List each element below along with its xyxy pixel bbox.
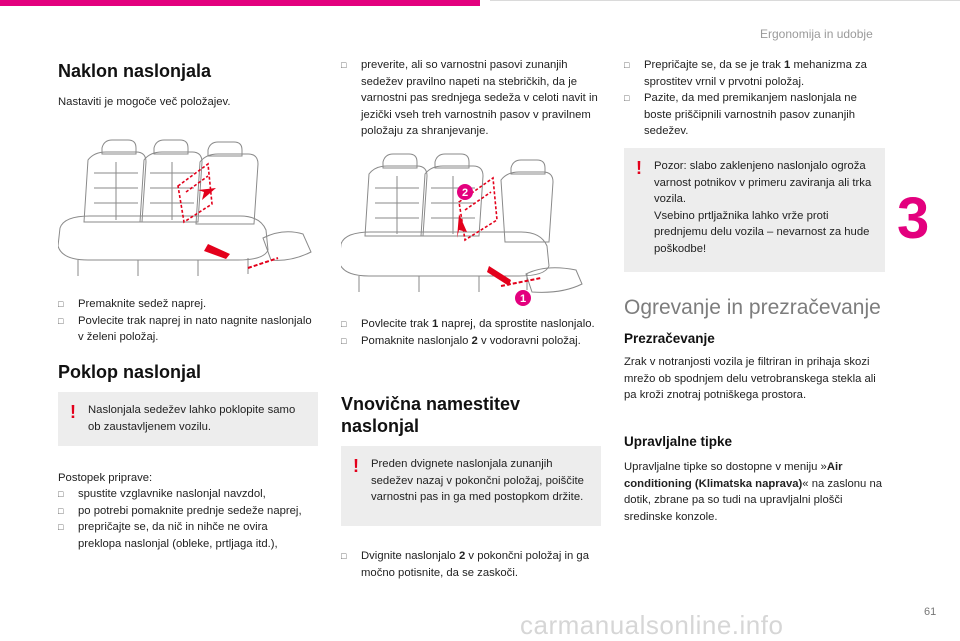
callout-2-label: 2 [462,187,468,199]
header-accent-bar [0,0,480,6]
warning-text: Pozor: slabo zaklenjeno naslonjalo ogrož… [654,158,873,257]
check-step-a-num: 1 [784,59,791,71]
reset-step: Dvignite naslonjalo 2 v pokončni položaj… [341,548,603,581]
controls-menu-name: Air conditioning (Klimatska naprava) [624,461,843,490]
ventilation-text: Zrak v notranjosti vozila je filtriran i… [624,356,876,401]
warning-icon: ! [636,158,642,178]
warning-line-2: Vsebino prtljažnika lahko vrže proti pre… [654,209,870,255]
fold-steps: Povlecite trak 1 naprej, da sprostite na… [341,316,603,349]
fold-step-2-text-end: v vodoravni položaj. [477,334,581,347]
subheading-controls: Upravljalne tipke [624,434,733,449]
heading-heating-ventilation: Ogrevanje in prezračevanje [624,296,881,319]
fold-step-2-text: Pomaknite naslonjalo [361,334,472,347]
illustration-fold-backrest: 2 1 [341,153,583,306]
prep-title: Postopek priprave: [58,472,153,484]
controls-text-post: « na zaslonu na dotik, zbrane pa so tudi… [624,477,883,523]
tilt-step: Povlecite trak naprej in nato nagnite na… [58,313,320,346]
callout-2-marker [457,184,473,200]
check-step-b: Pazite, da med premikanjem naslonjala ne… [624,90,886,140]
warning-text: Naslonjala sedežev lahko poklopite samo … [88,404,296,433]
header-rule [490,0,960,1]
warning-line-1: Pozor: slabo zaklenjeno naslonjalo ogrož… [654,160,872,205]
fold-step-1-text: Povlecite trak [361,318,432,330]
check-steps: Prepričajte se, da se je trak 1 mehanizm… [624,57,886,140]
controls-text: Upravljalne tipke so dostopne v meniju »… [624,459,886,525]
fold-step-2: Pomaknite naslonjalo 2 v vodoravni polož… [341,333,603,350]
warning-text: Preden dvignete naslonjala zunanjih sede… [371,458,584,503]
reset-step-num: 2 [458,550,466,562]
reset-step-text: Dvignite naslonjalo 2 v pokončni položaj… [341,548,603,581]
belt-check-text: preverite, ali so varnostni pasovi zunan… [341,57,603,140]
fold-step-2-num: 2 [471,334,478,347]
warning-box-fold: ! Naslonjala sedežev lahko poklopite sam… [58,392,318,446]
tilt-steps: Premaknite sedež naprej. Povlecite trak … [58,296,320,346]
prep-step: prepričajte se, da nič in nihče ne ovira… [58,519,308,552]
warning-icon: ! [70,402,76,422]
reset-step-pre: Dvignite naslonjalo [361,550,459,562]
callout-1-label: 1 [520,293,526,305]
warning-icon: ! [353,456,359,476]
illustration-seat-tilt [58,139,312,276]
tilt-intro: Nastaviti je mogoče več položajev. [58,96,231,108]
callout-1-marker [515,290,531,306]
heading-seat-tilt: Naklon naslonjala [58,61,212,81]
prep-step: po potrebi pomaknite prednje sedeže napr… [58,503,308,520]
tilt-step: Premaknite sedež naprej. [58,296,320,313]
warning-box-lock: ! Pozor: slabo zaklenjeno naslonjalo ogr… [624,148,885,272]
prep-step: spustite vzglavnike naslonjal navzdol, [58,486,308,503]
prep-steps: spustite vzglavnike naslonjal navzdol, p… [58,486,308,552]
heading-reset-backrests: Vnovična namestitev naslonjal [341,394,521,436]
page-number: 61 [924,606,937,618]
check-step-a-pre: Prepričajte se, da se je trak [644,59,785,71]
check-step-a: Prepričajte se, da se je trak 1 mehanizm… [624,57,886,90]
fold-step-1-text-end: naprej, da sprostite naslonjalo. [438,318,595,330]
check-step-a-post: mehanizma za sprostitev vrnil v prvotni … [644,59,867,88]
belt-check-step: preverite, ali so varnostni pasovi zunan… [341,57,603,140]
fold-step-1: Povlecite trak 1 naprej, da sprostite na… [341,316,603,333]
reset-step-post: v pokončni položaj in ga močno potisnite… [361,550,589,579]
subheading-ventilation: Prezračevanje [624,331,715,346]
fold-step-1-num: 1 [431,318,439,330]
watermark: carmanualsonline.info [520,610,784,640]
heading-fold-backrests: Poklop naslonjal [58,362,202,382]
section-title: Ergonomija in udobje [760,27,873,41]
controls-text-pre: Upravljalne tipke so dostopne v meniju » [624,461,827,473]
warning-box-reset: ! Preden dvignete naslonjala zunanjih se… [341,446,601,526]
chapter-number: 3 [897,186,930,251]
